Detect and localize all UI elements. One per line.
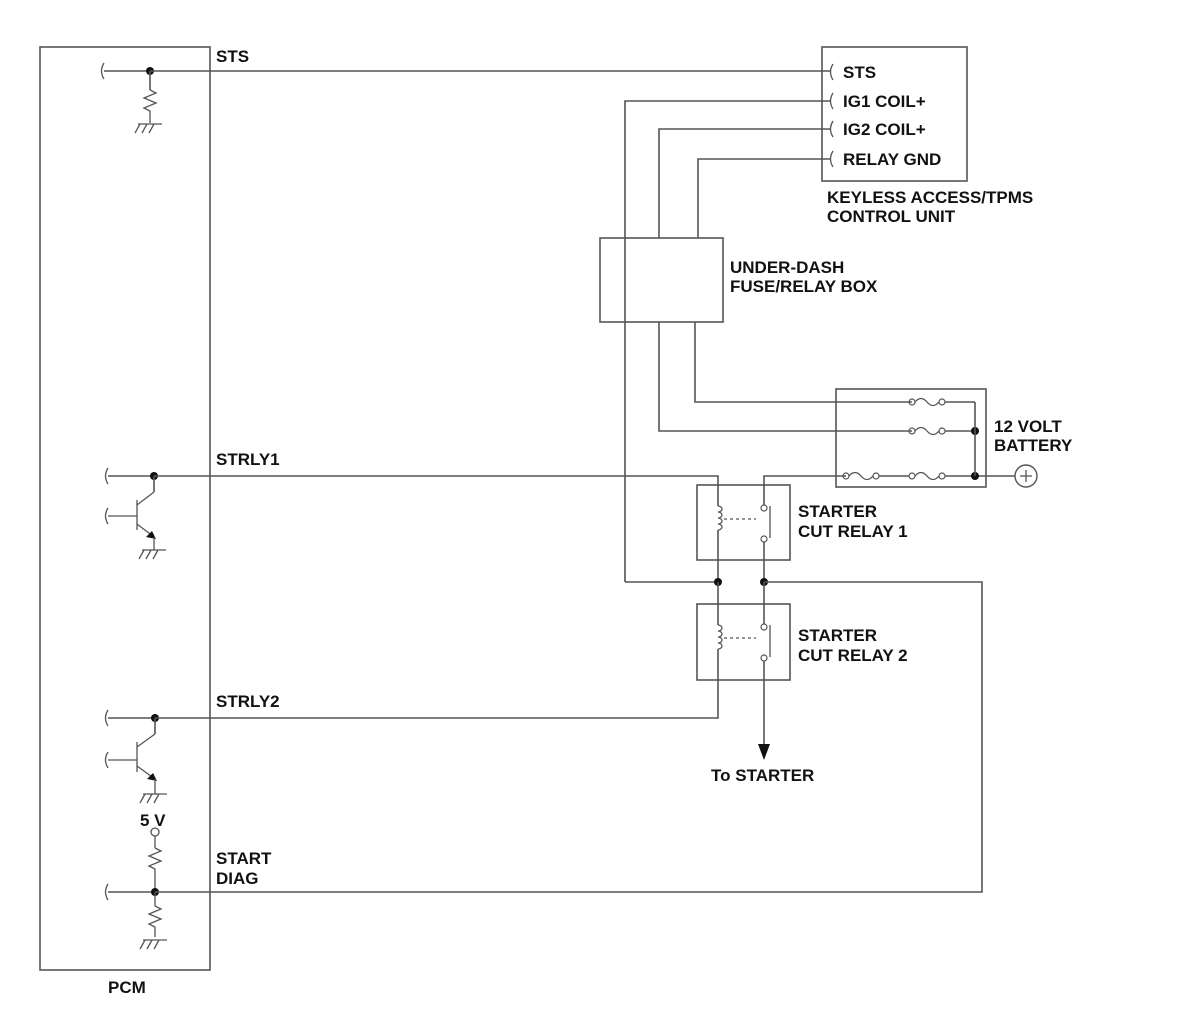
ground-icon [139, 793, 167, 804]
resistor-icon [142, 89, 158, 123]
fuse-icon [914, 426, 940, 436]
resistor-icon [147, 847, 163, 879]
connector-icon [104, 467, 109, 485]
keyless-unit-label-2: CONTROL UNIT [827, 207, 956, 226]
pcm-sts-circuit [100, 62, 162, 134]
supply-terminal-icon [150, 827, 160, 837]
connector-icon [100, 62, 105, 80]
fuse-box-label-2: FUSE/RELAY BOX [730, 277, 878, 296]
arrow-down-icon [758, 744, 770, 760]
relay-contact-icon [760, 504, 768, 512]
fuse-icon [914, 471, 940, 481]
battery-positive-icon [1014, 464, 1038, 488]
relay-1-label-2: CUT RELAY 1 [798, 522, 908, 541]
battery-fuse-block: 12 VOLT BATTERY [835, 388, 1073, 488]
pin-label-strly2: STRLY2 [216, 692, 280, 711]
connector-icon [104, 751, 109, 769]
keyless-control-unit: STS IG1 COIL+ IG2 COIL+ RELAY GND KEYLES… [821, 46, 1033, 226]
starter-label: To STARTER [711, 766, 814, 785]
keyless-pin-sts: STS [843, 63, 876, 82]
keyless-pin-ig1: IG1 COIL+ [843, 92, 926, 111]
relay-1-label-1: STARTER [798, 502, 877, 521]
battery-label-2: BATTERY [994, 436, 1073, 455]
fuse-box-label-1: UNDER-DASH [730, 258, 844, 277]
starter-cut-relay-1: STARTER CUT RELAY 1 [696, 484, 908, 561]
ground-icon [134, 123, 162, 134]
pin-label-strly1: STRLY1 [216, 450, 280, 469]
fuse-relay-box: UNDER-DASH FUSE/RELAY BOX [599, 237, 878, 323]
wire-battery-to-relay1 [763, 475, 846, 505]
starter-cut-relay-2: STARTER CUT RELAY 2 [696, 603, 908, 681]
connector-icon [829, 120, 834, 138]
wire-strly2 [155, 649, 719, 719]
relay-2-label-2: CUT RELAY 2 [798, 646, 908, 665]
connector-icon [829, 150, 834, 168]
ground-icon [139, 939, 167, 950]
pin-label-start-diag-2: DIAG [216, 869, 259, 888]
keyless-pin-relay-gnd: RELAY GND [843, 150, 941, 169]
pcm-label: PCM [108, 978, 146, 997]
pcm-box [39, 46, 211, 971]
keyless-pin-ig2: IG2 COIL+ [843, 120, 926, 139]
battery-fuse-box [835, 388, 987, 488]
wires: To STARTER [150, 70, 983, 893]
connector-icon [829, 63, 834, 81]
wire-fuse-to-battery-1 [694, 322, 912, 403]
wire-ig1 [624, 100, 830, 582]
relay-contact-icon [760, 623, 768, 631]
supply-5v-label: 5 V [140, 811, 166, 830]
wire-relay-gnd [697, 158, 830, 238]
fuse-icon [914, 397, 940, 407]
resistor-icon [147, 905, 163, 937]
relay-coil-icon [717, 624, 723, 650]
relay-2-box [696, 603, 791, 681]
connector-icon [829, 92, 834, 110]
wire-strly1 [154, 475, 719, 506]
wire-start-diag [155, 581, 983, 893]
pcm-strly1-circuit [104, 467, 166, 560]
wire-fuse-to-battery-2 [658, 322, 912, 432]
pin-label-sts: STS [216, 47, 249, 66]
pcm-strly2-circuit [104, 709, 167, 804]
keyless-unit-box [821, 46, 968, 182]
keyless-unit-label-1: KEYLESS ACCESS/TPMS [827, 188, 1033, 207]
connector-icon [104, 883, 109, 901]
connector-icon [104, 507, 109, 525]
ground-icon [138, 549, 166, 560]
relay-1-box [696, 484, 791, 561]
pcm-module: PCM [39, 46, 280, 997]
fuse-relay-box-rect [599, 237, 724, 323]
connector-icon [104, 709, 109, 727]
wire-ig2 [658, 128, 830, 238]
fuse-icon [848, 471, 874, 481]
relay-2-label-1: STARTER [798, 626, 877, 645]
battery-label-1: 12 VOLT [994, 417, 1062, 436]
pcm-start-diag-circuit: 5 V [104, 811, 167, 950]
pin-label-start-diag-1: START [216, 849, 272, 868]
relay-coil-icon [717, 505, 723, 531]
